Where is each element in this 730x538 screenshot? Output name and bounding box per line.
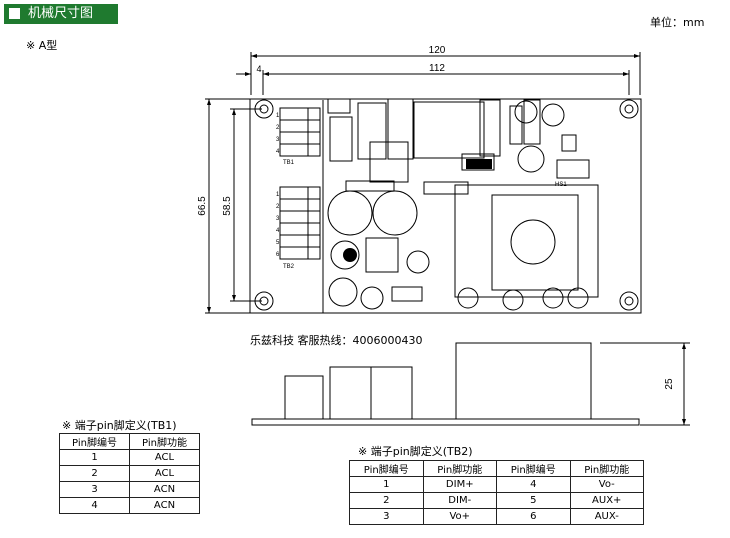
tb2-pin: 1 (276, 192, 280, 198)
tb1-pin: 2 (276, 125, 280, 131)
tb2-pin: 4 (276, 228, 280, 234)
section-title: 机械尺寸图 (28, 6, 94, 21)
column-header: Pin脚功能 (422, 460, 497, 477)
hs1-label: HS1 (555, 182, 567, 188)
column-header: Pin脚编号 (59, 433, 130, 450)
column-header: Pin脚编号 (349, 460, 424, 477)
pin-number: 3 (349, 508, 424, 525)
pin-function: Vo+ (422, 508, 497, 525)
pin-function: AUX+ (569, 492, 644, 509)
pin-number: 3 (59, 481, 130, 498)
table-header-row: Pin脚编号 Pin脚功能 Pin脚编号 Pin脚功能 (349, 460, 644, 477)
dim-width-holes: 112 (429, 63, 445, 74)
dim-offset: 4 (256, 64, 261, 74)
pin-number: 6 (496, 508, 571, 525)
pin-function: ACN (129, 497, 200, 514)
pin-number: 1 (349, 476, 424, 493)
tb1-pin: 3 (276, 137, 280, 143)
column-header: Pin脚功能 (129, 433, 200, 450)
tb2-pin: 2 (276, 204, 280, 210)
dim-height-total: 66.5 (197, 196, 208, 216)
dim-width-total: 120 (429, 45, 446, 56)
pin-number: 4 (59, 497, 130, 514)
pin-function: DIM- (422, 492, 497, 509)
tb2-label: TB2 (283, 264, 295, 270)
pin-function: DIM+ (422, 476, 497, 493)
pin-number: 2 (59, 465, 130, 482)
pin-function: ACN (129, 481, 200, 498)
column-header: Pin脚编号 (496, 460, 571, 477)
column-header: Pin脚功能 (569, 460, 644, 477)
unit-label: 单位：mm (650, 16, 705, 29)
tb2-pin: 5 (276, 240, 280, 246)
table-header-row: Pin脚编号 Pin脚功能 (59, 433, 200, 450)
tb1-title: ※ 端子pin脚定义(TB1) (62, 419, 177, 432)
tb2-title: ※ 端子pin脚定义(TB2) (358, 445, 473, 458)
pin-function: Vo- (569, 476, 644, 493)
pin-number: 1 (59, 449, 130, 466)
tb1-label: TB1 (283, 160, 295, 166)
tb2-pin: 6 (276, 252, 280, 258)
square-icon (9, 8, 20, 19)
pin-number: 4 (496, 476, 571, 493)
pin-function: AUX- (569, 508, 644, 525)
pin-number: 5 (496, 492, 571, 509)
pin-function: ACL (129, 449, 200, 466)
section-header: 机械尺寸图 (4, 4, 118, 24)
contact-line: 乐兹科技 客服热线：4006000430 (250, 334, 423, 347)
tb1-pin: 4 (276, 149, 280, 155)
pin-number: 2 (349, 492, 424, 509)
pin-function: ACL (129, 465, 200, 482)
model-label: ※ A型 (26, 39, 58, 52)
tb2-pin: 3 (276, 216, 280, 222)
dim-side-height: 25 (664, 378, 675, 390)
dim-height-holes: 58.5 (222, 196, 233, 216)
tb1-pin: 1 (276, 113, 280, 119)
